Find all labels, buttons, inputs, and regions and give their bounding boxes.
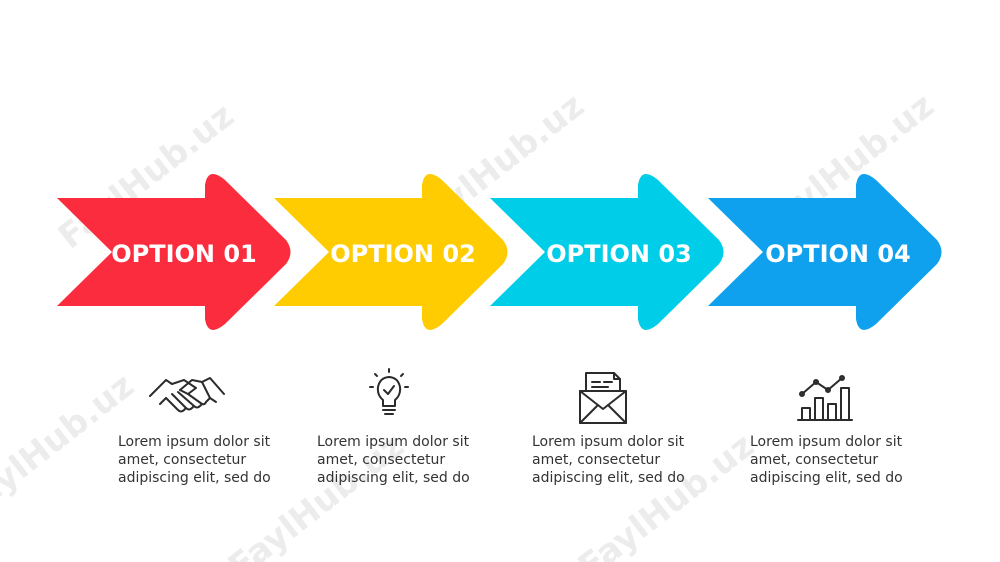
description-line: Lorem ipsum dolor sit bbox=[317, 434, 470, 450]
arrow-shape bbox=[57, 174, 291, 330]
description-line: adipiscing elit, sed do bbox=[750, 470, 903, 486]
arrow-option-02: OPTION 02 bbox=[274, 174, 508, 330]
arrow-label: OPTION 02 bbox=[330, 240, 476, 268]
description-line: amet, consectetur bbox=[532, 452, 661, 468]
description-line: amet, consectetur bbox=[750, 452, 879, 468]
description-option-04: Lorem ipsum dolor sit amet, consectetur … bbox=[750, 433, 950, 487]
arrow-option-01: OPTION 01 bbox=[57, 174, 291, 330]
arrow-label: OPTION 01 bbox=[111, 240, 257, 268]
description-line: Lorem ipsum dolor sit bbox=[118, 434, 271, 450]
arrow-shape bbox=[490, 174, 724, 330]
description-line: amet, consectetur bbox=[118, 452, 247, 468]
arrow-label: OPTION 03 bbox=[546, 240, 692, 268]
arrow-shape bbox=[708, 174, 942, 330]
description-line: adipiscing elit, sed do bbox=[118, 470, 271, 486]
description-option-01: Lorem ipsum dolor sit amet, consectetur … bbox=[118, 433, 318, 487]
watermark-layer: FaylHub.uz FaylHub.uz FaylHub.uz FaylHub… bbox=[0, 86, 942, 562]
arrow-shape bbox=[274, 174, 508, 330]
description-line: adipiscing elit, sed do bbox=[317, 470, 470, 486]
envelope-letter-icon bbox=[579, 372, 627, 424]
description-line: Lorem ipsum dolor sit bbox=[532, 434, 685, 450]
lightbulb-check-icon bbox=[369, 368, 409, 415]
description-option-03: Lorem ipsum dolor sit amet, consectetur … bbox=[532, 433, 732, 487]
description-line: Lorem ipsum dolor sit bbox=[750, 434, 903, 450]
bar-chart-trend-icon bbox=[797, 375, 853, 421]
handshake-icon bbox=[149, 377, 225, 413]
description-line: adipiscing elit, sed do bbox=[532, 470, 685, 486]
arrow-option-03: OPTION 03 bbox=[490, 174, 724, 330]
description-line: amet, consectetur bbox=[317, 452, 446, 468]
arrow-option-04: OPTION 04 bbox=[708, 174, 942, 330]
description-option-02: Lorem ipsum dolor sit amet, consectetur … bbox=[317, 433, 517, 487]
arrow-label: OPTION 04 bbox=[765, 240, 911, 268]
